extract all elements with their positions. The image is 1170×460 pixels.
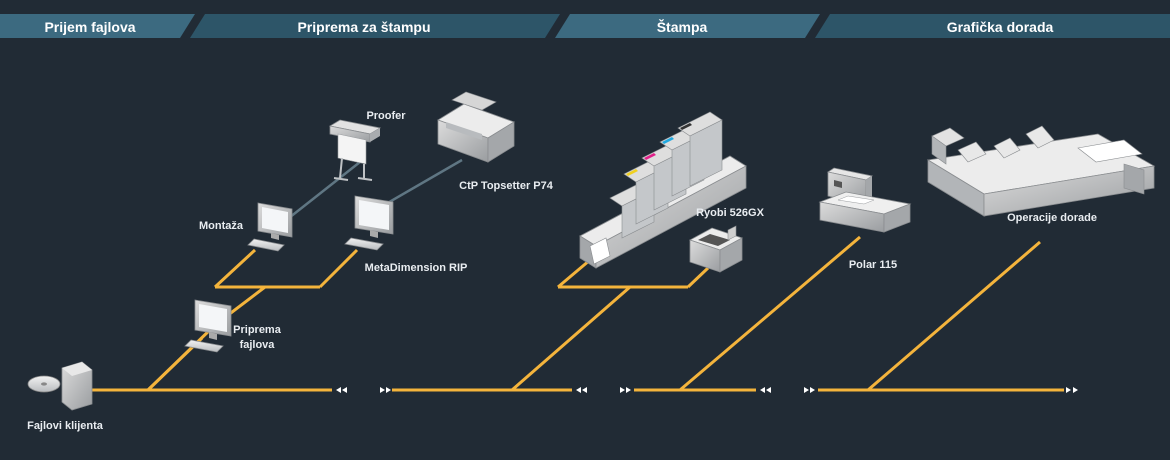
stage-label-prepress: Priprema za štampu (297, 19, 430, 35)
branch-cutter (679, 235, 861, 392)
client-files-device: Fajlovi klijenta (27, 361, 104, 432)
finishing-label: Operacije dorade (1007, 212, 1097, 224)
cutter-label: Polar 115 (849, 259, 897, 271)
break-1 (332, 387, 392, 393)
break-2 (572, 387, 634, 393)
proofer-device: Proofer (328, 110, 406, 181)
keyboard-icon (184, 339, 224, 353)
press-device: Ryobi 526GX (579, 111, 765, 269)
branch-rip (318, 248, 359, 289)
file-prep-workstation: Priprema fajlova (184, 299, 282, 353)
montage-workstation: Montaža (199, 202, 293, 252)
ctp-device: CtP Topsetter P74 (437, 91, 554, 192)
branch-montage (213, 248, 257, 289)
client-files-label: Fajlovi klijenta (27, 420, 104, 432)
keyboard-icon (247, 238, 285, 252)
rip-workstation: MetaDimension RIP (344, 195, 468, 274)
stage-band-finishing (815, 14, 1170, 38)
stage-header: Prijem fajlova Priprema za štampu Štampa… (0, 14, 1170, 38)
montage-label: Montaža (199, 220, 244, 232)
break-3 (756, 387, 818, 393)
link-montage-proofer (279, 161, 361, 226)
branch-prepress (146, 323, 217, 392)
stage-label-print: Štampa (657, 18, 708, 35)
cutter-device: Polar 115 (818, 167, 912, 271)
stage-band-receive (0, 14, 195, 38)
flow-breaks (332, 387, 1084, 393)
break-end (1064, 387, 1084, 393)
stage-band-prepress (190, 14, 560, 38)
rip-label: MetaDimension RIP (365, 262, 468, 274)
finishing-line: Operacije dorade (926, 125, 1156, 224)
branch-print (511, 285, 631, 392)
stage-band-print (555, 14, 820, 38)
press-control-unit (689, 225, 743, 273)
keyboard-icon (344, 237, 384, 251)
flow-lines (90, 235, 1080, 392)
file-prep-label-2: fajlova (240, 339, 276, 351)
print-units (609, 111, 723, 239)
branch-press-module (686, 266, 710, 289)
ctp-label: CtP Topsetter P74 (459, 180, 554, 192)
file-prep-label-1: Priprema (233, 324, 282, 336)
branch-finishing (867, 240, 1041, 392)
branch-press (557, 258, 591, 289)
proofer-label: Proofer (366, 110, 406, 122)
stage-label-receive: Prijem fajlova (44, 19, 135, 35)
press-label: Ryobi 526GX (696, 207, 765, 219)
stage-label-finishing: Grafička dorada (947, 19, 1054, 35)
